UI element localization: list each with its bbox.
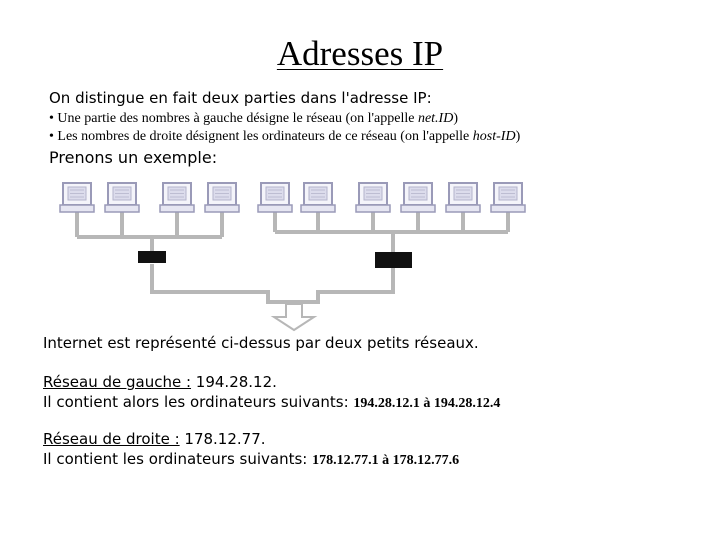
net-id-term: net.ID xyxy=(417,111,454,126)
computer-icon xyxy=(257,182,293,213)
down-arrow-icon xyxy=(270,303,318,332)
right-network-line: Réseau de droite : 178.12.77. xyxy=(43,429,266,449)
right-network-range-line: Il contient les ordinateurs suivants: 17… xyxy=(43,450,460,468)
left-network-line: Réseau de gauche : 194.28.12. xyxy=(43,372,277,392)
right-network-range: 178.12.77.1 à 178.12.77.6 xyxy=(312,453,460,468)
left-network-range-line: Il contient alors les ordinateurs suivan… xyxy=(43,393,501,411)
hubs xyxy=(138,251,412,268)
computer-icon xyxy=(490,182,526,213)
computer-icon xyxy=(159,182,195,213)
page-title: Adresses IP xyxy=(276,34,444,73)
computer-icon xyxy=(355,182,391,213)
computer-icon xyxy=(204,182,240,213)
left-network-range: 194.28.12.1 à 194.28.12.4 xyxy=(353,396,501,411)
bullet-host-id: • Les nombres de droite désignent les or… xyxy=(49,129,521,144)
computers xyxy=(59,182,526,213)
computer-icon xyxy=(300,182,336,213)
bullet-net-id: • Une partie des nombres à gauche désign… xyxy=(49,111,459,126)
right-network-label: Réseau de droite : xyxy=(43,430,180,448)
computer-icon xyxy=(445,182,481,213)
example-label: Prenons un exemple: xyxy=(49,148,218,167)
computer-icon xyxy=(104,182,140,213)
left-network-label: Réseau de gauche : xyxy=(43,373,192,391)
computer-icon xyxy=(59,182,95,213)
hub-icon xyxy=(375,252,412,268)
right-network-address: 178.12.77. xyxy=(179,430,266,448)
hub-icon xyxy=(138,251,166,263)
computer-icon xyxy=(400,182,436,213)
summary-text: Internet est représenté ci-dessus par de… xyxy=(43,334,479,352)
host-id-term: host-ID xyxy=(472,129,516,144)
intro-text: On distingue en fait deux parties dans l… xyxy=(49,89,432,107)
network-wiring xyxy=(75,212,510,304)
left-network-address: 194.28.12. xyxy=(191,373,277,391)
